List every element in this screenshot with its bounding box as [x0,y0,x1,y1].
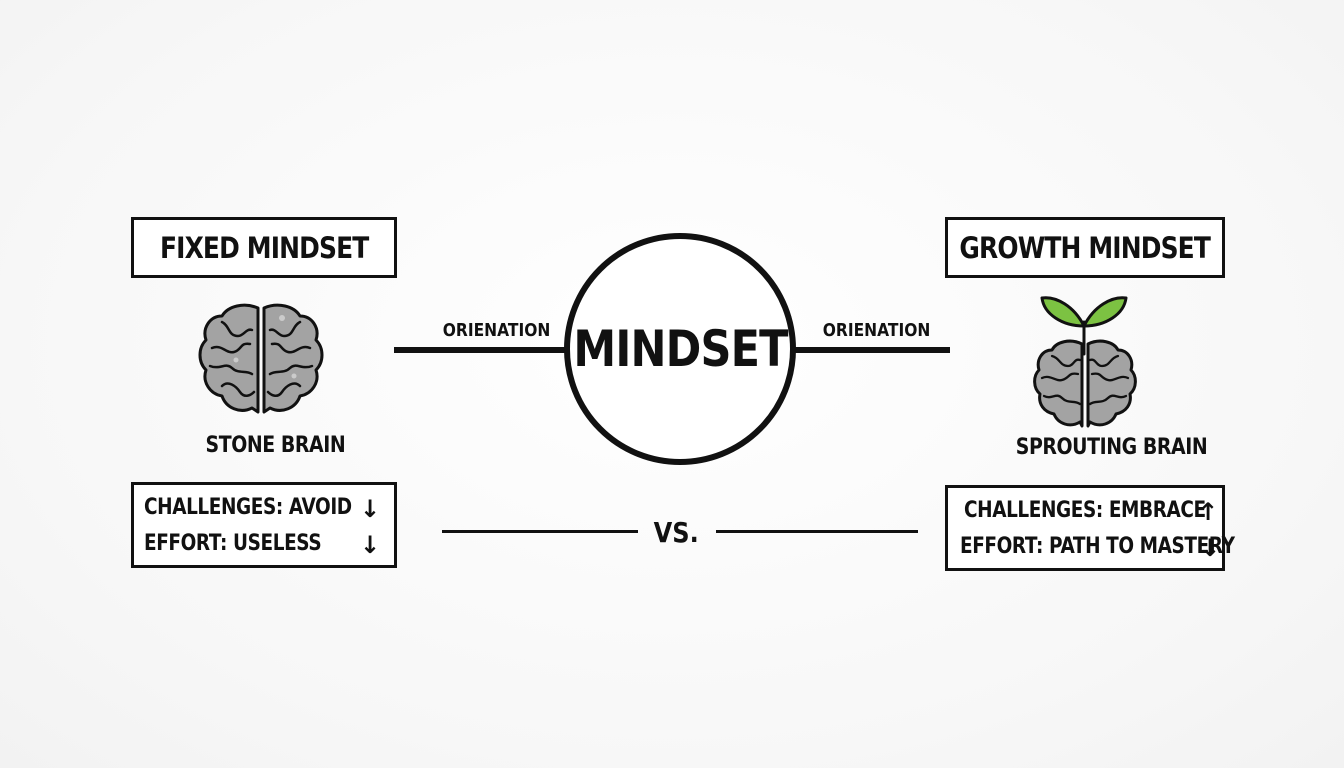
fixed-traits-box: CHALLENGES: AVOID ↓ EFFORT: USELESS ↓ [131,482,397,568]
stone-brain-icon [198,303,324,414]
growth-challenges-arrow-icon: ↑ [1198,498,1219,526]
growth-effort-arrow-icon: ↓ [1200,534,1221,562]
mindset-circle: MINDSET [564,233,796,465]
fixed-mindset-caption: STONE BRAIN [205,433,346,458]
fixed-trait-challenges: CHALLENGES: AVOID [144,495,352,520]
vs-right-line [716,530,918,533]
fixed-mindset-title-box: FIXED MINDSET [131,217,397,278]
growth-trait-effort: EFFORT: PATH TO MASTERY [960,534,1235,559]
fixed-effort-arrow-icon: ↓ [360,531,381,559]
fixed-mindset-title: FIXED MINDSET [159,230,369,265]
left-connector-label: ORIENATION [442,320,551,341]
left-connector-line [394,347,566,353]
fixed-challenges-arrow-icon: ↓ [360,495,381,523]
growth-mindset-title: GROWTH MINDSET [959,230,1211,265]
growth-trait-challenges: CHALLENGES: EMBRACE [964,498,1206,523]
right-connector-line [794,347,950,353]
vs-left-line [442,530,638,533]
vs-label: VS. [653,516,699,549]
growth-mindset-title-box: GROWTH MINDSET [945,217,1225,278]
fixed-trait-effort: EFFORT: USELESS [144,531,322,556]
growth-mindset-caption: SPROUTING BRAIN [1015,435,1208,460]
mindset-title: MINDSET [572,320,788,378]
growth-traits-box: CHALLENGES: EMBRACE ↑ EFFORT: PATH TO MA… [945,485,1235,571]
sprouting-brain-icon [1033,296,1137,428]
right-connector-label: ORIENATION [822,320,931,341]
